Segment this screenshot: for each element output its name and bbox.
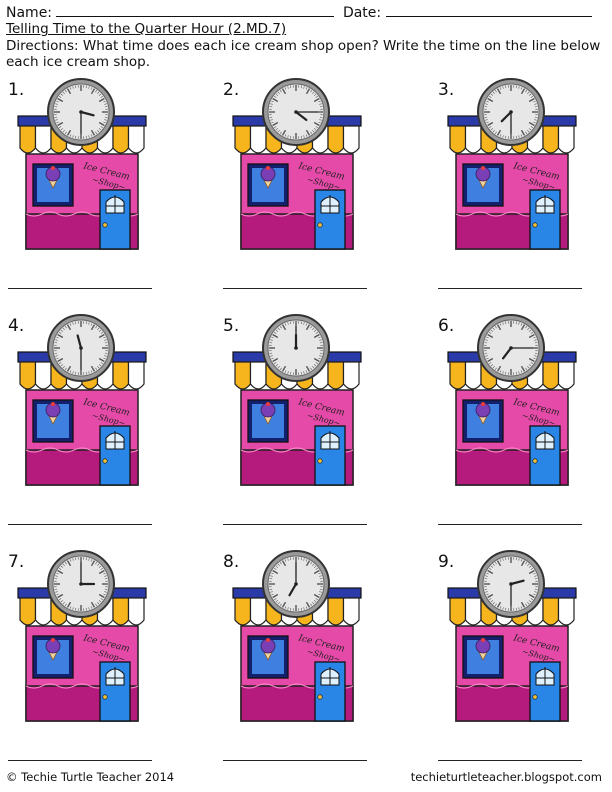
copyright-footer: © Techie Turtle Teacher 2014: [6, 770, 175, 784]
answer-line[interactable]: [223, 524, 367, 525]
ice-cream-shop-image: Ice Cream~Shop~: [444, 314, 579, 494]
answer-line[interactable]: [223, 288, 367, 289]
directions: Directions: What time does each ice crea…: [6, 38, 601, 70]
worksheet-subtitle: Telling Time to the Quarter Hour (2.MD.7…: [6, 21, 287, 37]
name-field[interactable]: [56, 4, 335, 17]
ice-cream-shop-image: Ice Cream~Shop~: [229, 78, 364, 258]
clock-icon: [477, 550, 545, 618]
website-footer: techieturtleteacher.blogspot.com: [410, 770, 602, 784]
clock-icon: [47, 550, 115, 618]
problem-number: 3.: [438, 80, 455, 100]
clock-icon: [477, 314, 545, 382]
answer-line[interactable]: [438, 524, 582, 525]
hour-hand: [501, 346, 513, 360]
ice-cream-shop-image: Ice Cream~Shop~: [444, 78, 579, 258]
problem-number: 6.: [438, 316, 455, 336]
answer-line[interactable]: [438, 288, 582, 289]
ice-cream-shop-image: Ice Cream~Shop~: [229, 314, 364, 494]
answer-line[interactable]: [8, 760, 152, 761]
problem-number: 5.: [223, 316, 240, 336]
ice-cream-shop-image: Ice Cream~Shop~: [229, 550, 364, 730]
hour-hand: [288, 582, 298, 597]
name-line: Name: Date:: [6, 4, 592, 22]
answer-line[interactable]: [223, 760, 367, 761]
clock-icon: [47, 78, 115, 146]
hour-hand: [500, 110, 513, 123]
clock-icon: [477, 78, 545, 146]
date-field[interactable]: [385, 4, 592, 17]
clock-icon: [47, 314, 115, 382]
answer-line[interactable]: [8, 524, 152, 525]
problem-number: 8.: [223, 552, 240, 572]
answer-line[interactable]: [438, 760, 582, 761]
ice-cream-shop-image: Ice Cream~Shop~: [444, 550, 579, 730]
ice-cream-shop-image: Ice Cream~Shop~: [14, 78, 149, 258]
clock-icon: [262, 78, 330, 146]
problem-number: 1.: [8, 80, 25, 100]
problem-number: 4.: [8, 316, 25, 336]
ice-cream-shop-image: Ice Cream~Shop~: [14, 550, 149, 730]
hour-hand: [509, 579, 525, 586]
answer-line[interactable]: [8, 288, 152, 289]
hour-hand: [76, 334, 83, 350]
hour-hand: [79, 110, 95, 117]
ice-cream-shop-image: Ice Cream~Shop~: [14, 314, 149, 494]
hour-hand: [294, 110, 308, 122]
name-label: Name:: [6, 5, 53, 21]
problem-number: 7.: [8, 552, 25, 572]
problem-number: 2.: [223, 80, 240, 100]
clock-icon: [262, 550, 330, 618]
problem-number: 9.: [438, 552, 455, 572]
date-label: Date:: [342, 5, 382, 21]
clock-icon: [262, 314, 330, 382]
